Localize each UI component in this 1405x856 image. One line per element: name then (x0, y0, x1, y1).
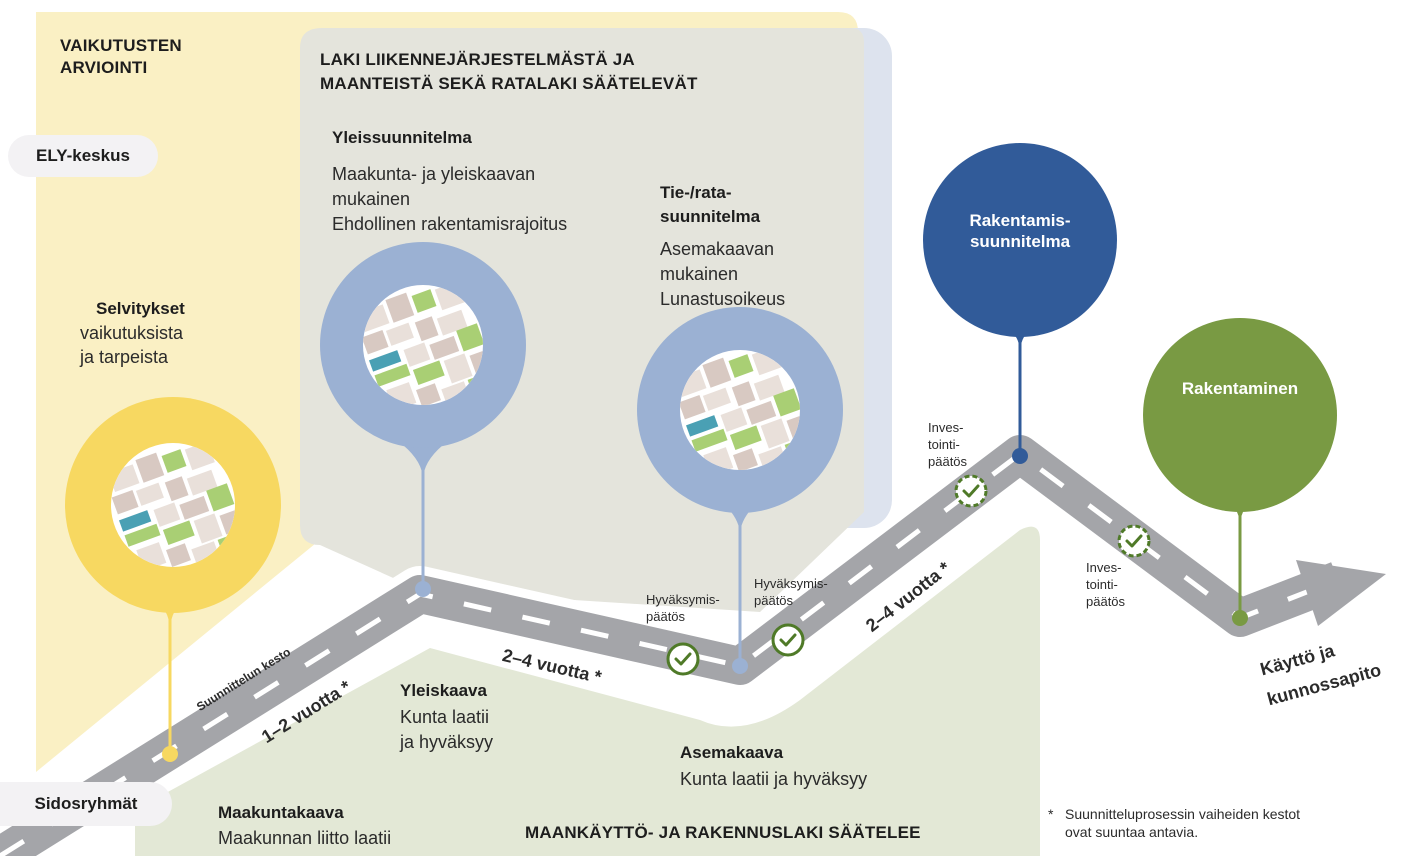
investment-2-line2: tointi- (1086, 577, 1118, 592)
pin-tip-general-plan (415, 581, 431, 597)
construction-plan-label: Rakentamis- suunnitelma (930, 210, 1110, 253)
pin-construction (1143, 318, 1337, 512)
check-circle-icon (666, 642, 700, 676)
stakeholders-pill: Sidosryhmät (0, 782, 172, 826)
general-plan-line1: Maakunta- ja yleiskaavan (332, 164, 536, 184)
approval-2-line2: päätös (754, 593, 794, 608)
detailed-plan-line1: Kunta laatii ja hyväksyy (680, 769, 868, 789)
land-use-title: MAANKÄYTTÖ- JA RAKENNUSLAKI SÄÄTELEE (525, 823, 921, 842)
general-land-plan-line2: ja hyväksyy (400, 732, 494, 752)
pin-tip-construction-plan (1012, 448, 1028, 464)
pin-tip-construction (1232, 610, 1248, 626)
check-circle-icon (954, 474, 988, 508)
pin-tip-road-plan (732, 658, 748, 674)
map-icon (111, 443, 235, 567)
road-centerline (0, 451, 1331, 856)
regional-plan-title: Maakuntakaava (218, 803, 344, 822)
general-plan-title: Yleissuunnitelma (332, 128, 472, 147)
law-title-line2: MAANTEISTÄ SEKÄ RATALAKI SÄÄTELEVÄT (320, 74, 698, 93)
investment-1-line2: tointi- (928, 437, 960, 452)
pin-drip-general-plan (403, 445, 443, 480)
construction-label: Rakentaminen (1181, 379, 1299, 398)
check-circle-icon (1117, 524, 1151, 558)
ely-keskus-pill: ELY-keskus (8, 135, 158, 177)
regional-plan-line1: Maakunnan liitto laatii (218, 828, 392, 848)
map-icon (363, 285, 483, 405)
investment-1-line3: päätös (928, 454, 968, 469)
footnote-line2: ovat suuntaa antavia. (1065, 824, 1199, 840)
construction-plan-line1: Rakentamis- (969, 211, 1071, 230)
assessment-title-line2: ARVIOINTI (60, 58, 148, 77)
general-plan-line3: Ehdollinen rakentamisrajoitus (332, 214, 568, 234)
pin-tip-studies (162, 746, 178, 762)
approval-2-line1: Hyväksymis- (754, 576, 828, 591)
general-plan-line2: mukainen (332, 189, 411, 209)
land-use-zone (135, 526, 1040, 856)
investment-2-line1: Inves- (1086, 560, 1122, 575)
law-title-line1: LAKI LIIKENNEJÄRJESTELMÄSTÄ JA (320, 50, 635, 69)
investment-1-line1: Inves- (928, 420, 964, 435)
footnote-line1: Suunnitteluprosessin vaiheiden kestot (1065, 806, 1301, 822)
studies-line2: ja tarpeista (80, 347, 169, 367)
assessment-title-line1: VAIKUTUSTEN (60, 36, 182, 55)
road-plan-line2: mukainen (660, 264, 739, 284)
check-circle-icon (771, 623, 805, 657)
footnote-mark: * (1048, 806, 1054, 822)
detailed-plan-title: Asemakaava (680, 743, 784, 762)
approval-1-line2: päätös (646, 609, 686, 624)
general-land-plan-line1: Kunta laatii (400, 707, 490, 727)
road-plan-title-line1: Tie-/rata- (660, 183, 732, 202)
studies-line1: vaikutuksista (80, 323, 184, 343)
road-plan-line3: Lunastusoikeus (660, 289, 786, 309)
approval-1-line1: Hyväksymis- (646, 592, 720, 607)
general-land-plan-title: Yleiskaava (400, 681, 487, 700)
road-plan-line1: Asemakaavan (660, 239, 775, 259)
construction-plan-line2: suunnitelma (969, 232, 1071, 252)
pin-construction-plan (923, 143, 1117, 337)
road-plan-title-line2: suunnitelma (660, 207, 761, 226)
studies-title: Selvitykset (96, 299, 185, 318)
arrow-right-icon (1296, 560, 1386, 626)
investment-2-line3: päätös (1086, 594, 1126, 609)
